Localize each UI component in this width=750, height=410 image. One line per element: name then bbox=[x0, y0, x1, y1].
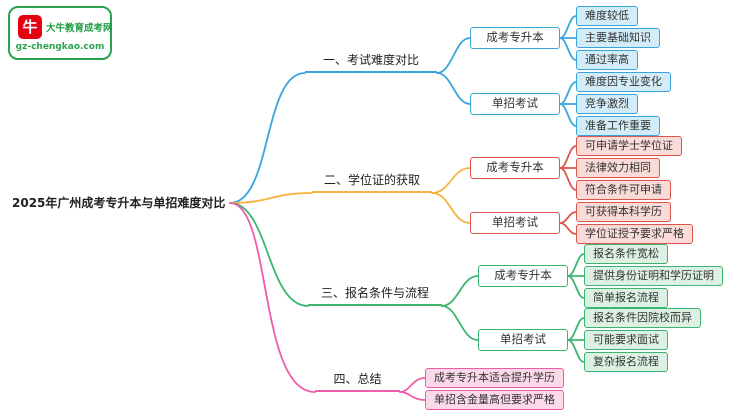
child-node: 成考专升本 bbox=[470, 157, 560, 179]
leaf-node: 复杂报名流程 bbox=[584, 352, 668, 372]
branch1-connectors bbox=[229, 15, 577, 204]
leaf-node: 学位证授予要求严格 bbox=[576, 224, 693, 244]
leaf-node: 通过率高 bbox=[576, 50, 638, 70]
leaf-node: 报名条件宽松 bbox=[584, 244, 668, 264]
leaf-node: 法律效力相同 bbox=[576, 158, 660, 178]
leaf-node: 符合条件可申请 bbox=[576, 180, 671, 200]
leaf-node: 主要基础知识 bbox=[576, 28, 660, 48]
child-node: 成考专升本 bbox=[470, 27, 560, 49]
branch-node-degree-certificate: 二、学位证的获取 bbox=[312, 172, 432, 193]
leaf-node: 报名条件因院校而异 bbox=[584, 308, 701, 328]
leaf-node: 可获得本科学历 bbox=[576, 202, 671, 222]
branch-node-exam-difficulty: 一、考试难度对比 bbox=[305, 52, 437, 73]
branch3-connectors bbox=[229, 202, 585, 363]
logo-domain: gz-chengkao.com bbox=[15, 42, 105, 52]
branch4-connectors bbox=[229, 202, 426, 401]
leaf-node: 准备工作重要 bbox=[576, 116, 660, 136]
branch2-leaf-connectors bbox=[559, 145, 577, 235]
site-logo[interactable]: 牛 大牛教育成考网 gz-chengkao.com bbox=[8, 6, 113, 60]
child-node: 单招考试 bbox=[470, 93, 560, 115]
leaf-node: 难度较低 bbox=[576, 6, 638, 26]
child-node: 单招考试 bbox=[470, 212, 560, 234]
branch-node-summary: 四、总结 bbox=[315, 371, 400, 392]
branch2-trunk-connectors bbox=[229, 167, 471, 224]
leaf-node: 可申请学士学位证 bbox=[576, 136, 682, 156]
leaf-node: 成考专升本适合提升学历 bbox=[425, 368, 564, 388]
leaf-node: 简单报名流程 bbox=[584, 288, 668, 308]
root-node: 2025年广州成考专升本与单招难度对比 bbox=[12, 196, 226, 210]
leaf-node: 难度因专业变化 bbox=[576, 72, 671, 92]
child-node: 单招考试 bbox=[478, 329, 568, 351]
leaf-node: 竞争激烈 bbox=[576, 94, 638, 114]
cow-logo-icon: 牛 bbox=[18, 15, 42, 39]
child-node: 成考专升本 bbox=[478, 265, 568, 287]
leaf-node: 可能要求面试 bbox=[584, 330, 668, 350]
leaf-node: 单招含金量高但要求严格 bbox=[425, 390, 564, 410]
branch-node-registration: 三、报名条件与流程 bbox=[308, 285, 442, 306]
logo-title: 大牛教育成考网 bbox=[46, 23, 113, 34]
leaf-node: 提供身份证明和学历证明 bbox=[584, 266, 723, 286]
